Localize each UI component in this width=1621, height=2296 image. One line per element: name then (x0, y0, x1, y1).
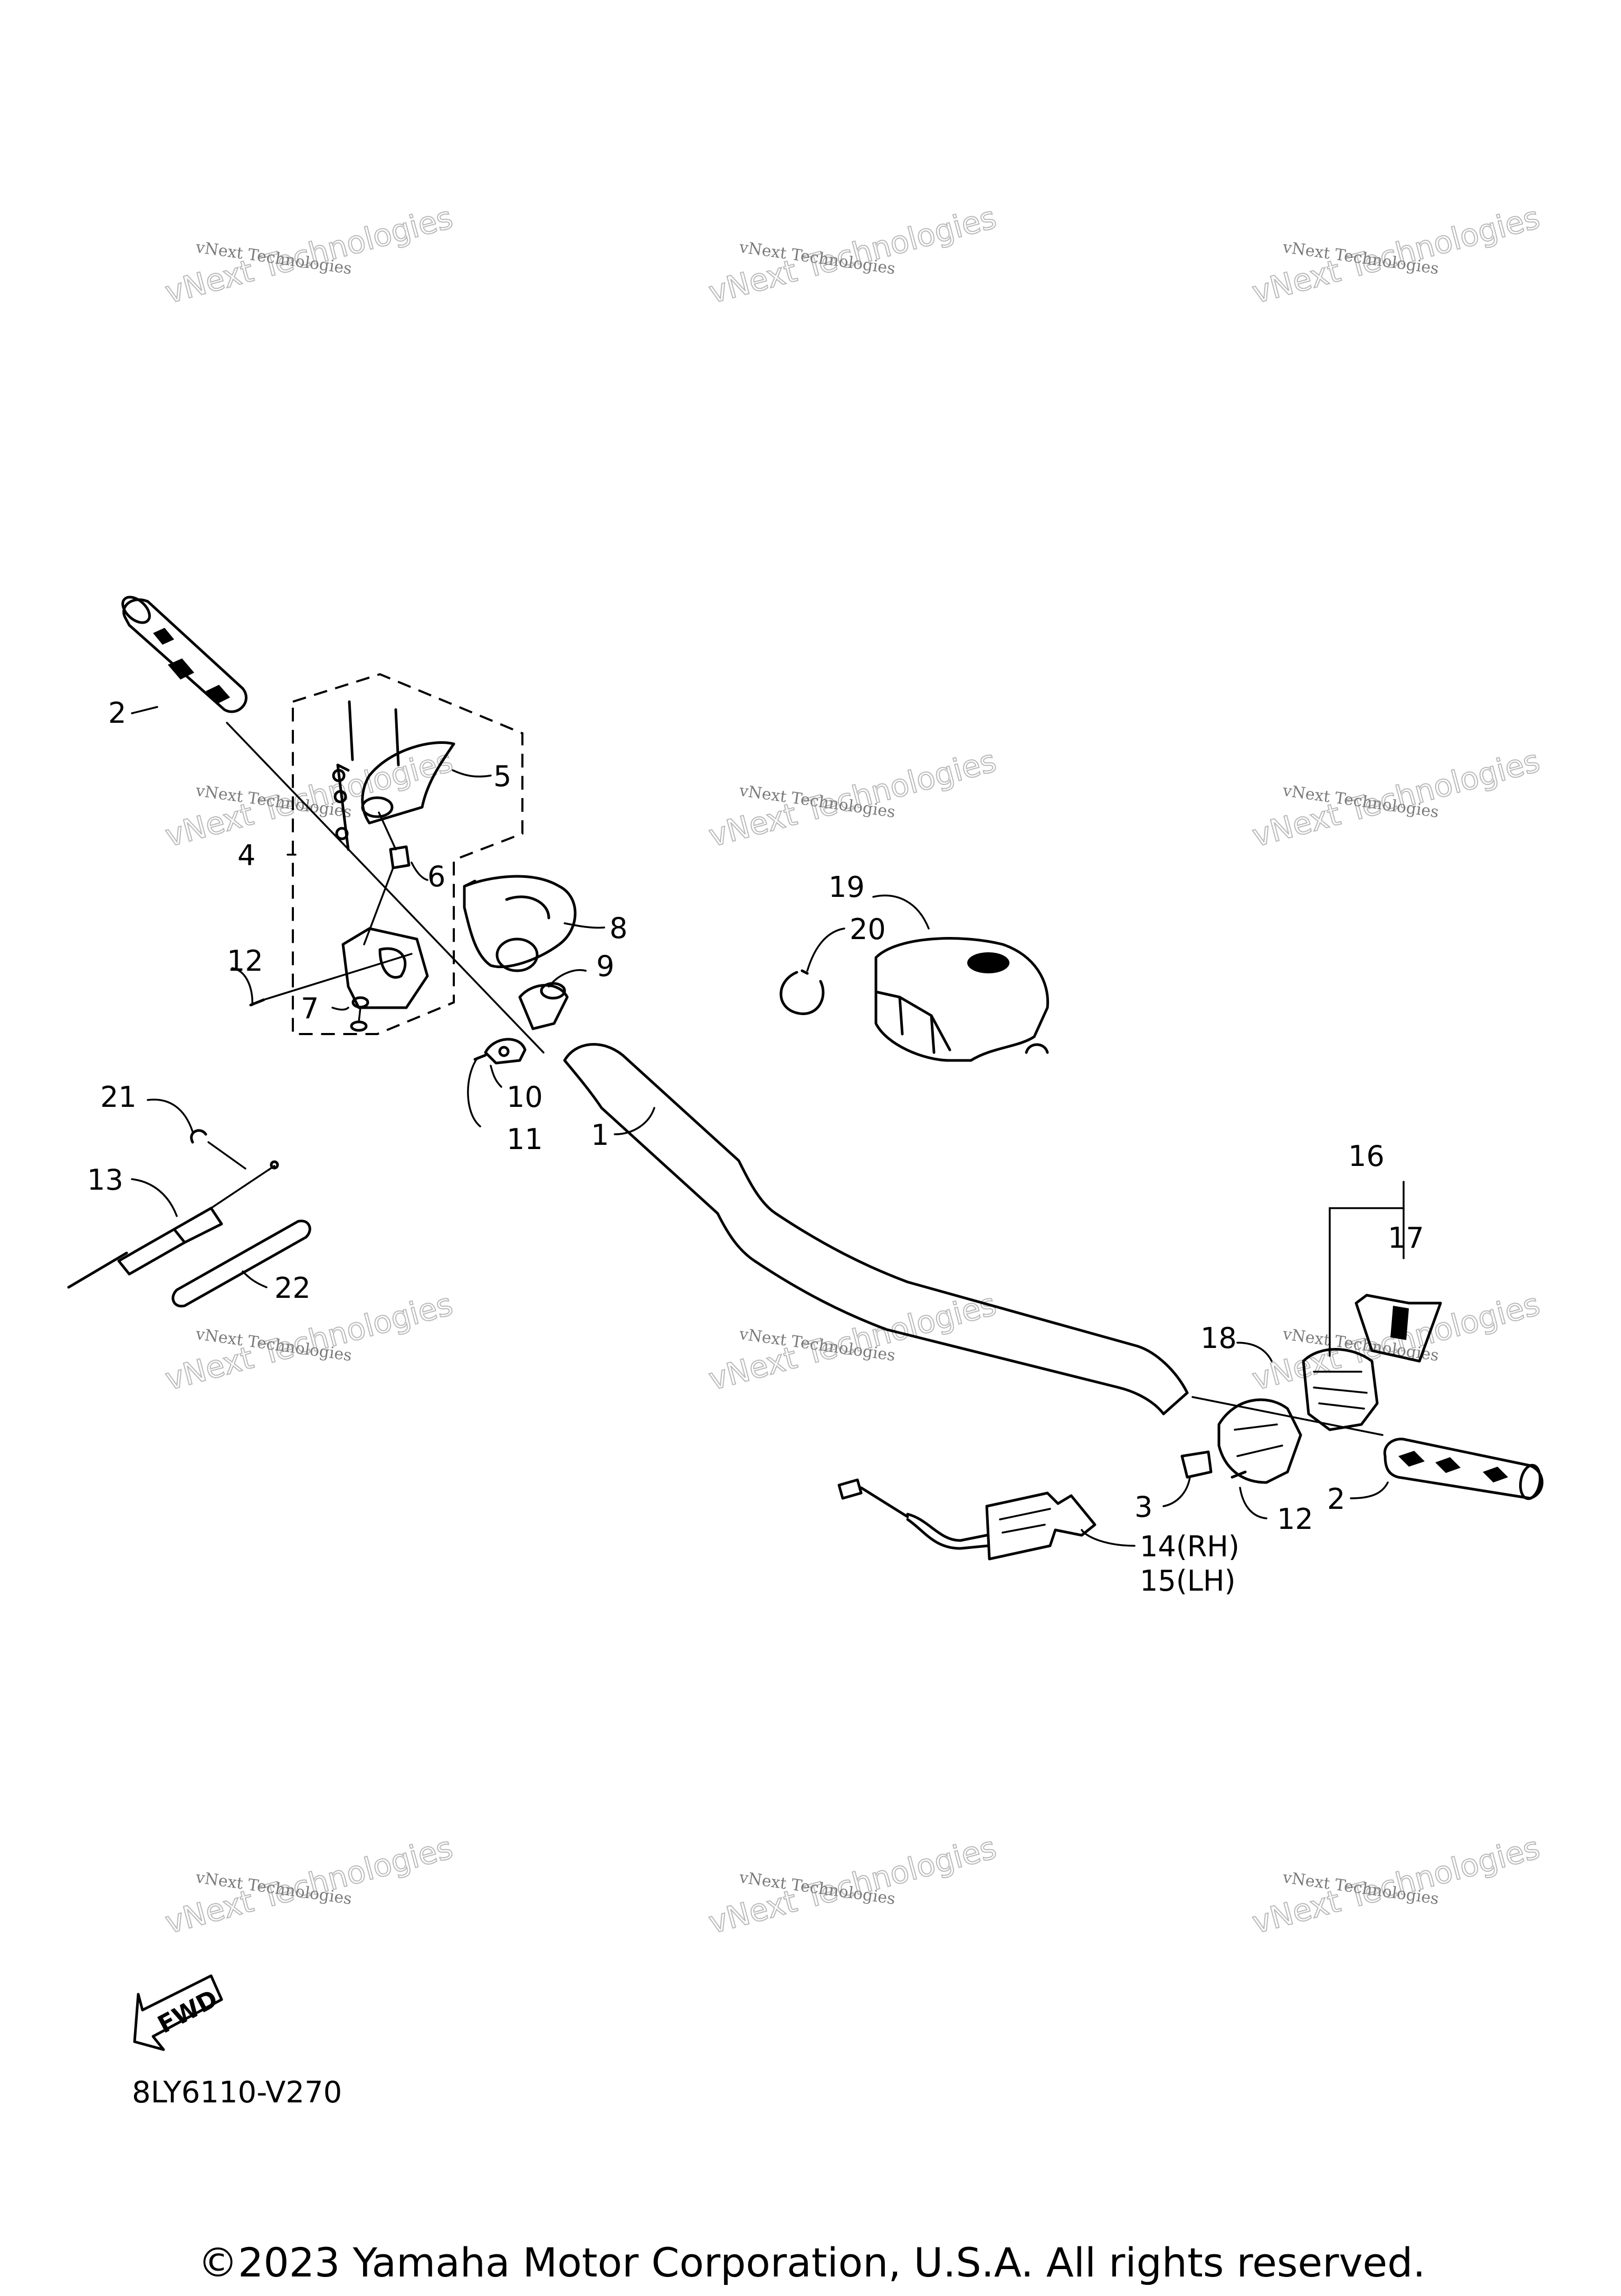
callout-17: 17 (1388, 1221, 1424, 1255)
callout-10: 10 (507, 1080, 543, 1114)
throttle-cable (67, 1129, 279, 1289)
protector-tube (171, 1219, 311, 1308)
small-switch (518, 982, 569, 1030)
grip-heater (837, 1478, 1096, 1561)
brake-lever (332, 700, 455, 851)
callout-12-left: 12 (227, 944, 263, 978)
switch-housing (463, 875, 577, 972)
fwd-arrow-icon: FWD (133, 1974, 223, 2051)
watermark: vNext Technologies vNext Technologies (704, 199, 1000, 311)
callout-5: 5 (493, 760, 511, 793)
callout-15: 15(LH) (1140, 1564, 1236, 1597)
clamp-bracket (341, 867, 429, 1032)
nut (378, 811, 411, 869)
callout-8: 8 (609, 912, 627, 945)
svg-text:FWD: FWD (153, 1984, 223, 2039)
callout-13: 13 (87, 1163, 123, 1197)
callout-14: 14(RH) (1140, 1530, 1239, 1563)
callout-3: 3 (1134, 1490, 1152, 1524)
callout-18: 18 (1200, 1322, 1237, 1355)
diagram-code: 8LY6110-V270 (132, 2075, 342, 2110)
callout-4: 4 (237, 839, 255, 872)
end-plug (1180, 1450, 1213, 1479)
callout-7: 7 (301, 992, 319, 1025)
watermarks: vNext Technologies vNext Technologies vN… (161, 199, 1544, 1941)
watermark: vNext Technologies vNext Technologies (704, 1286, 1000, 1398)
switch-cover (1217, 1398, 1302, 1484)
handlebar (563, 1043, 1189, 1415)
callout-1: 1 (591, 1118, 609, 1152)
callout-6: 6 (427, 860, 445, 893)
callout-16: 16 (1348, 1140, 1385, 1173)
copyright-notice: ©2023 Yamaha Motor Corporation, U.S.A. A… (198, 2239, 1426, 2286)
watermark: vNext Technologies vNext Technologies (1248, 199, 1544, 311)
watermark: vNext Technologies vNext Technologies (161, 199, 457, 311)
leader-lines (131, 706, 1405, 1547)
callout-11: 11 (507, 1123, 543, 1156)
snap-ring (779, 969, 825, 1016)
watermark: vNext Technologies vNext Technologies (704, 1829, 1000, 1941)
watermark: vNext Technologies vNext Technologies (161, 742, 457, 855)
callout-20: 20 (850, 913, 886, 946)
callout-9: 9 (596, 950, 614, 983)
left-grip (121, 596, 247, 713)
handlebar-switch (1302, 1294, 1442, 1431)
callout-19: 19 (828, 870, 865, 904)
cable-clip (473, 1038, 527, 1065)
callout-22: 22 (274, 1271, 311, 1305)
right-grip (1383, 1438, 1543, 1500)
callouts: 1 2 2 3 4 5 6 7 8 9 10 11 12 12 13 14(RH… (87, 696, 1424, 1597)
handlebar-pad (874, 937, 1050, 1062)
callout-12-right: 12 (1277, 1503, 1313, 1536)
lever-assembly-box (292, 673, 523, 1035)
watermark: vNext Technologies vNext Technologies (161, 1829, 457, 1941)
watermark: vNext Technologies vNext Technologies (704, 742, 1000, 855)
watermark: vNext Technologies vNext Technologies (1248, 1286, 1544, 1398)
watermark: vNext Technologies vNext Technologies (1248, 742, 1544, 855)
screw-left (249, 953, 413, 1007)
callout-21: 21 (100, 1080, 137, 1114)
watermark: vNext Technologies vNext Technologies (1248, 1829, 1544, 1941)
callout-2-left: 2 (108, 696, 126, 730)
callout-2-right: 2 (1327, 1482, 1345, 1516)
